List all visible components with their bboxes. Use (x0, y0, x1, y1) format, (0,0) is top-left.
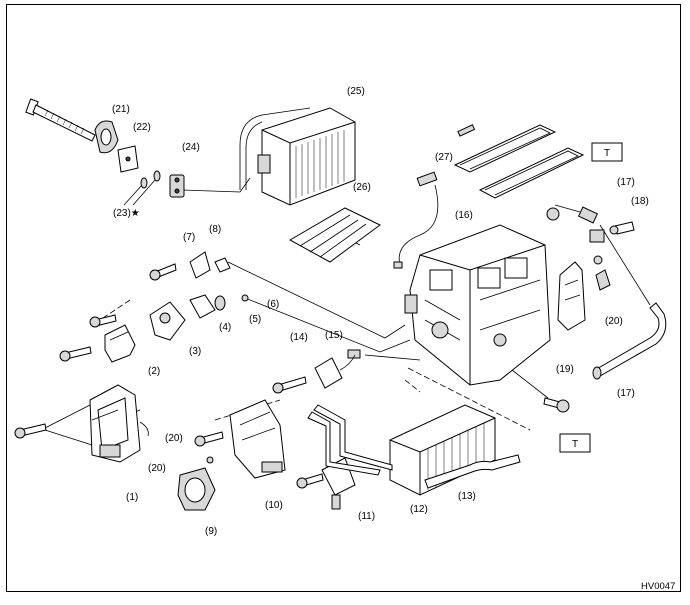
blower-case-part (14, 384, 141, 463)
callout-labels: (21) (22) (23)★ (24) (25) (26) (27) (16)… (112, 86, 649, 537)
evaporator-part (239, 107, 356, 206)
callout-19: (19) (556, 364, 574, 375)
heater-unit-housing-part (404, 224, 551, 386)
leader-line (227, 261, 406, 339)
callout-15: (15) (325, 330, 343, 341)
clip-part (117, 145, 139, 173)
leader-line (214, 399, 281, 421)
callout-17: (17) (617, 388, 635, 399)
connector-part (339, 349, 361, 371)
diagram-code: HV0047 (641, 581, 675, 592)
callout-6: (6) (267, 299, 279, 310)
callout-14: (14) (290, 332, 308, 343)
leader-line (511, 369, 549, 399)
screw-bottom-part (543, 397, 570, 413)
damper-part (194, 399, 286, 479)
leader-line (364, 354, 421, 361)
clip-right-part (593, 255, 611, 291)
tightening-torque-marker: T (559, 433, 591, 453)
leader-line (554, 204, 581, 213)
callout-5: (5) (249, 314, 261, 325)
screw-part (546, 207, 560, 221)
drain-cover-part (288, 207, 381, 263)
filter-part (453, 124, 585, 199)
leader-line (244, 297, 411, 353)
callout-11: (11) (358, 511, 375, 522)
motor-part (59, 314, 136, 363)
callout-2: (2) (148, 366, 160, 377)
callout-16: (16) (455, 210, 473, 221)
callout-13: (13) (458, 491, 476, 502)
callout-3: (3) (189, 346, 201, 357)
heater-core-part (307, 404, 496, 496)
clip-left-part (139, 421, 149, 437)
o-ring-part (140, 170, 161, 189)
grommet-part (94, 120, 119, 154)
callout-17: (17) (617, 177, 635, 188)
fitting-part (577, 206, 599, 224)
rod-part (189, 294, 249, 319)
actuator-14-part (272, 357, 343, 394)
link-part (149, 251, 211, 281)
blower-motor-part (177, 467, 216, 511)
callout-26: (26) (353, 182, 371, 193)
leader-line (181, 177, 251, 193)
clamp-part (589, 221, 635, 243)
callout-12: (12) (410, 504, 428, 515)
callout-10: (10) (265, 500, 283, 511)
callout-20: (20) (148, 463, 166, 474)
tightening-torque-marker: T (591, 142, 623, 162)
diagram-frame (6, 4, 681, 592)
svg-text:T: T (604, 148, 610, 159)
sensor-part (393, 171, 439, 269)
callout-22: (22) (133, 122, 151, 133)
callout-9: (9) (205, 526, 217, 537)
callout-23: (23)★ (113, 208, 140, 219)
callout-20: (20) (605, 316, 623, 327)
expansion-valve-part (169, 174, 185, 198)
callout-21: (21) (112, 104, 130, 115)
leader-line (99, 299, 131, 321)
callout-8: (8) (209, 224, 221, 235)
leader-line (132, 179, 156, 206)
callout-27: (27) (435, 152, 453, 163)
leader-line (407, 367, 531, 431)
lever-part (214, 257, 231, 273)
callout-4: (4) (219, 322, 231, 333)
callout-7: (7) (183, 232, 195, 243)
callout-18: (18) (631, 196, 649, 207)
leader-line (123, 184, 143, 206)
bolt-long-part (25, 98, 96, 142)
actuator-part (149, 301, 186, 341)
callout-24: (24) (182, 142, 200, 153)
svg-text:T: T (572, 439, 578, 450)
heater-hose-part (424, 454, 521, 489)
callout-20: (20) (165, 433, 183, 444)
leader-line (599, 224, 651, 306)
leader-line (404, 379, 421, 393)
hose-part (592, 302, 667, 380)
duct-part (557, 261, 586, 331)
callout-25: (25) (347, 86, 365, 97)
callout-1: (1) (126, 492, 138, 503)
